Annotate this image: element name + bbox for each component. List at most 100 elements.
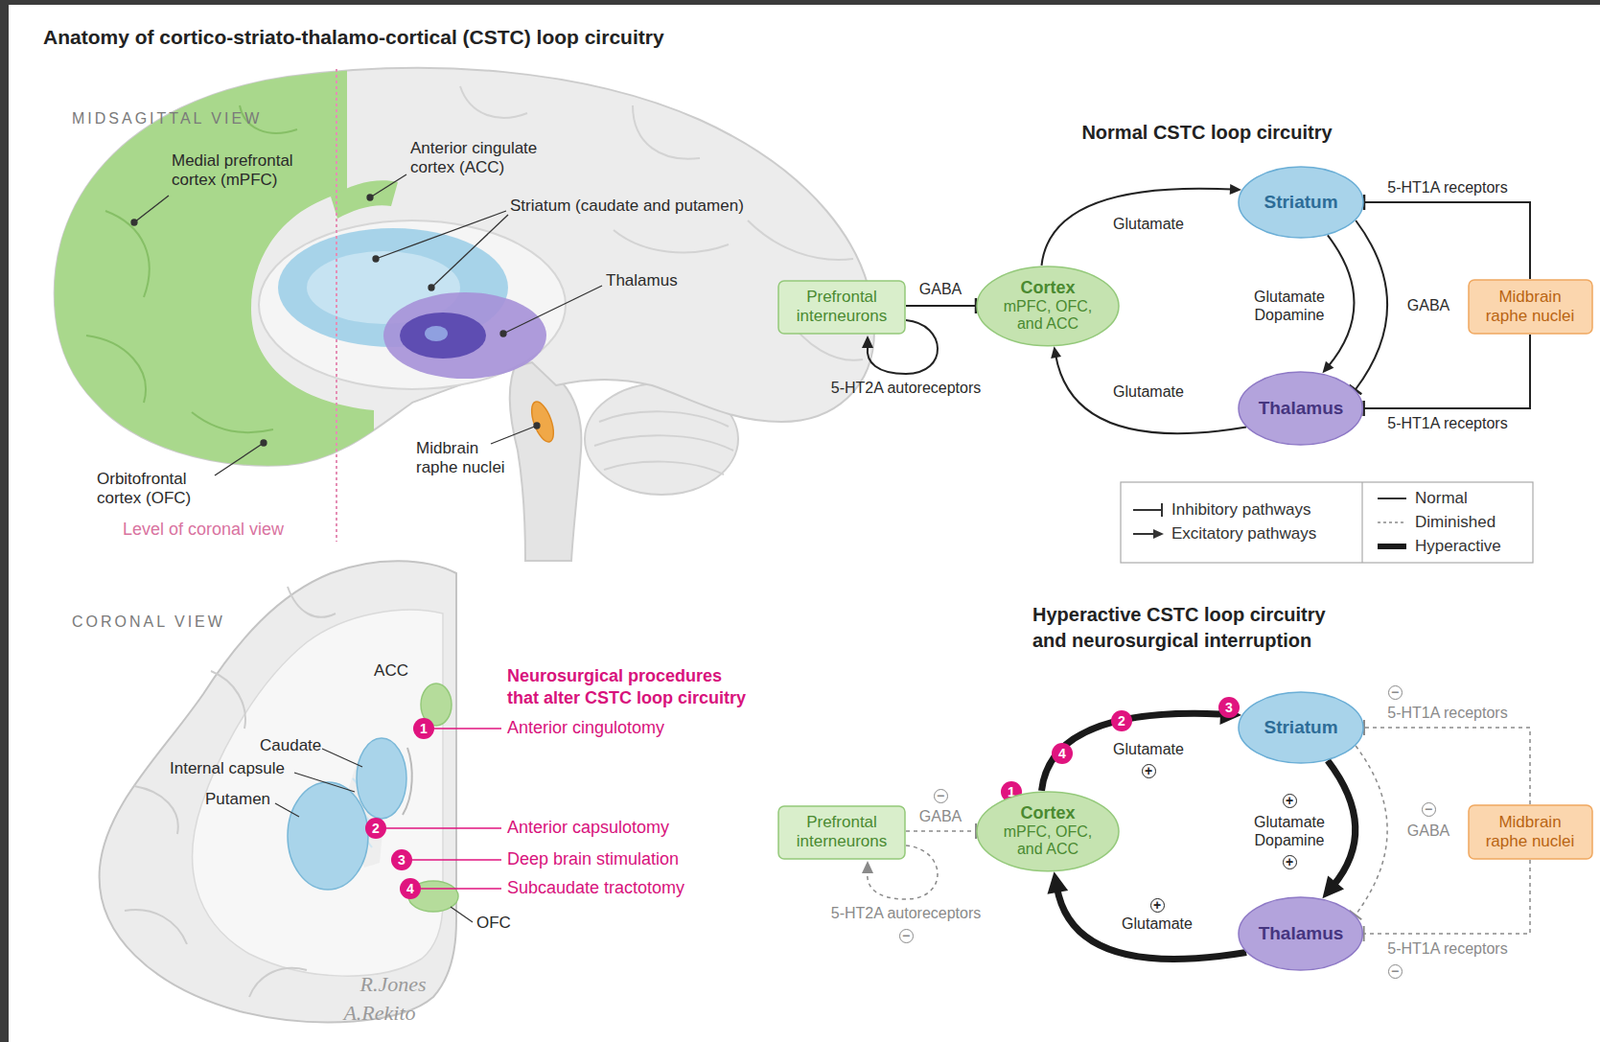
edge-label: Glutamate	[1113, 740, 1184, 759]
connector-line	[1056, 886, 1247, 959]
receptor-label: 5-HT2A autoreceptors	[831, 904, 982, 923]
arrowhead	[1229, 184, 1242, 195]
connector	[1364, 194, 1531, 279]
connector-line	[1327, 760, 1356, 886]
coronal-brain-part	[192, 609, 443, 976]
panel-title: Normal CSTC loop circuitry	[1081, 119, 1332, 146]
coronal-brain-part	[99, 560, 457, 1022]
connector	[1042, 703, 1242, 791]
raphe-box: Midbrain raphe nuclei	[1467, 804, 1594, 860]
legend-label: Excitatory pathways	[1171, 524, 1317, 544]
connector-line	[1364, 334, 1531, 409]
connector-line	[1042, 188, 1234, 266]
edge-label: Glutamate Dopamine	[1249, 287, 1330, 325]
autoreceptor-loop-part	[861, 860, 874, 874]
legend-box	[1120, 482, 1533, 563]
thalamus-ellipse-shape	[1238, 897, 1363, 971]
legend-box-part	[1160, 503, 1163, 517]
connector-line	[905, 830, 976, 833]
coronal-brain-part	[402, 747, 413, 815]
minus-sign: −	[1388, 685, 1403, 700]
legend-box-part	[1377, 497, 1407, 500]
coronal-brain-part	[287, 782, 369, 890]
prefrontal-box: Prefrontal interneurons	[777, 805, 906, 860]
edge-label: 5-HT1A receptors	[1387, 178, 1508, 197]
view-heading: CORONAL VIEW	[71, 612, 226, 631]
striatum-ellipse-shape	[1238, 692, 1364, 764]
legend-box-part	[1377, 543, 1407, 550]
striatum-ellipse-shape	[1238, 166, 1364, 238]
connector	[1364, 334, 1531, 417]
leader-lines-part	[322, 748, 363, 767]
node-label: Prefrontal interneurons	[788, 287, 896, 325]
artist-signature: R.Jones	[359, 972, 426, 998]
connector	[1046, 871, 1247, 959]
edge-label: GABA	[1407, 296, 1450, 315]
connector	[1050, 346, 1247, 434]
midsagittal-brain-part	[399, 312, 487, 359]
legend-label: Diminished	[1414, 512, 1496, 533]
node-label: Midbrain raphe nuclei	[1480, 287, 1581, 325]
coronal-level-label: Level of coronal view	[122, 519, 284, 541]
leader-lines-part	[428, 284, 435, 291]
thalamus-ellipse: Thalamus	[1237, 371, 1364, 446]
connector-line	[1327, 234, 1355, 367]
connector-line	[1364, 859, 1531, 934]
thalamus-ellipse: Thalamus	[1237, 896, 1364, 972]
plus-sign: +	[1282, 855, 1298, 870]
receptor-label: 5-HT2A autoreceptors	[831, 378, 982, 397]
legend-label: Inhibitory pathways	[1171, 500, 1312, 520]
region-label: OFC	[476, 913, 511, 933]
region-label: Putamen	[205, 789, 271, 810]
edge-label: Glutamate Dopamine	[1249, 812, 1330, 850]
legend-box-part	[1153, 529, 1164, 539]
region-label: Medial prefrontal cortex (mPFC)	[171, 151, 330, 191]
region-label: Thalamus	[605, 271, 678, 291]
autoreceptor-loop-part	[861, 335, 874, 348]
striatum-ellipse: Striatum	[1237, 165, 1365, 239]
region-label: Caudate	[259, 736, 322, 756]
coronal-brain-part	[356, 738, 407, 819]
callout-number: 3	[1218, 696, 1240, 719]
connector	[1042, 184, 1242, 266]
arrowhead	[1046, 871, 1068, 895]
leader-lines-part	[275, 803, 300, 817]
procedure-label: Anterior cingulotomy	[507, 718, 665, 740]
procedure-label: Anterior capsulotomy	[507, 817, 670, 839]
leader-lines-part	[431, 214, 509, 288]
plus-sign: +	[1150, 898, 1165, 913]
minus-sign: −	[1388, 964, 1403, 979]
leader-lines-part	[490, 425, 537, 444]
leader-lines	[275, 748, 473, 923]
leader-lines-part	[214, 442, 264, 476]
connector	[1364, 859, 1531, 942]
edge-label: GABA	[1407, 821, 1450, 840]
leader-lines-part	[134, 195, 169, 223]
prefrontal-box: Prefrontal interneurons	[777, 279, 906, 335]
procedure-label: Subcaudate tractotomy	[507, 878, 685, 900]
edge-label: GABA	[919, 279, 962, 299]
connector-line	[1355, 220, 1388, 391]
midsagittal-brain-part	[510, 359, 582, 561]
raphe-box-shape	[1468, 805, 1593, 859]
node-label: Striatum	[1263, 191, 1338, 213]
edge-label: Glutamate	[1121, 914, 1193, 933]
connector	[905, 298, 976, 314]
cortex-ellipse: CortexmPFC, OFC, and ACC	[975, 790, 1120, 873]
procedure-leaders-part	[434, 727, 502, 730]
view-heading: MIDSAGITTAL VIEW	[71, 109, 262, 128]
cortex-ellipse: CortexmPFC, OFC, and ACC	[975, 265, 1120, 348]
connector	[1348, 745, 1388, 920]
node-label: Cortex	[1020, 278, 1075, 299]
cortex-ellipse-shape	[976, 266, 1119, 347]
panel-title: Hyperactive CSTC loop circuitry and neur…	[1032, 602, 1349, 654]
edge-label: Glutamate	[1113, 382, 1184, 401]
callout-number: 1	[413, 718, 435, 740]
arrowhead	[1321, 875, 1345, 899]
region-label: Internal capsule	[169, 759, 285, 779]
legend-box-part	[1133, 509, 1162, 511]
minus-sign: −	[933, 788, 949, 804]
procedure-leaders	[386, 728, 502, 889]
leader-lines-part	[367, 194, 373, 201]
